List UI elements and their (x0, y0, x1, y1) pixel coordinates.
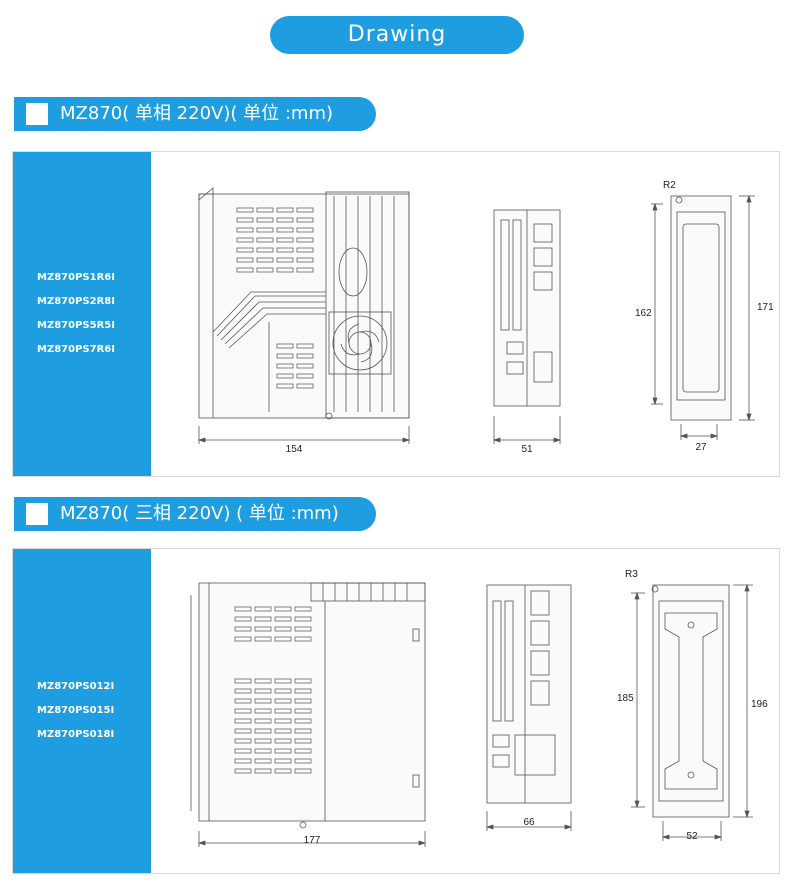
dim-mount-width: 27 (695, 442, 707, 453)
section-2-square-icon (26, 503, 48, 525)
section-1-drawing: 154 51 R2 162 171 27 (197, 180, 774, 455)
dim-radius: R3 (625, 569, 638, 580)
section-2-drawing: 177 66 R3 185 196 52 (190, 569, 768, 847)
section-1-header: MZ870( 单相 220V)( 单位 :mm) (14, 97, 376, 131)
back-view-2 (631, 583, 753, 841)
dim-outer-height: 171 (757, 302, 774, 313)
dim-mount-width: 52 (686, 831, 698, 842)
dim-outer-height: 196 (751, 699, 768, 710)
front-view-1 (197, 187, 411, 444)
model-label: MZ870PS015I (37, 705, 115, 716)
section-1-heading: MZ870( 单相 220V)( 单位 :mm) (60, 103, 333, 124)
model-label: MZ870PS5R5I (37, 320, 115, 331)
model-label: MZ870PS012I (37, 681, 115, 692)
front-view-2 (190, 582, 427, 847)
dim-radius: R2 (663, 180, 676, 191)
side-view-1 (492, 209, 562, 444)
dim-front-width: 154 (286, 444, 303, 455)
page-title: Drawing (270, 16, 524, 54)
section-2-model-list: MZ870PS012I MZ870PS015I MZ870PS018I (13, 549, 151, 873)
dim-inner-height: 185 (617, 693, 634, 704)
side-view-2 (485, 584, 573, 831)
dim-side-width: 66 (523, 817, 535, 828)
section-2-panel: MZ870PS012I MZ870PS015I MZ870PS018I (12, 548, 780, 874)
model-label: MZ870PS018I (37, 729, 115, 740)
model-label: MZ870PS2R8I (37, 296, 115, 307)
model-label: MZ870PS7R6I (37, 344, 115, 355)
section-1-square-icon (26, 103, 48, 125)
model-label: MZ870PS1R6I (37, 272, 115, 283)
section-2-header: MZ870( 三相 220V) ( 单位 :mm) (14, 497, 376, 531)
dim-inner-height: 162 (635, 308, 652, 319)
section-1-model-list: MZ870PS1R6I MZ870PS2R8I MZ870PS5R5I MZ87… (13, 152, 151, 476)
dim-front-width: 177 (304, 835, 321, 846)
section-2-heading: MZ870( 三相 220V) ( 单位 :mm) (60, 503, 339, 524)
section-1-panel: MZ870PS1R6I MZ870PS2R8I MZ870PS5R5I MZ87… (12, 151, 780, 477)
dim-side-width: 51 (521, 444, 533, 455)
back-view-1 (651, 194, 755, 440)
